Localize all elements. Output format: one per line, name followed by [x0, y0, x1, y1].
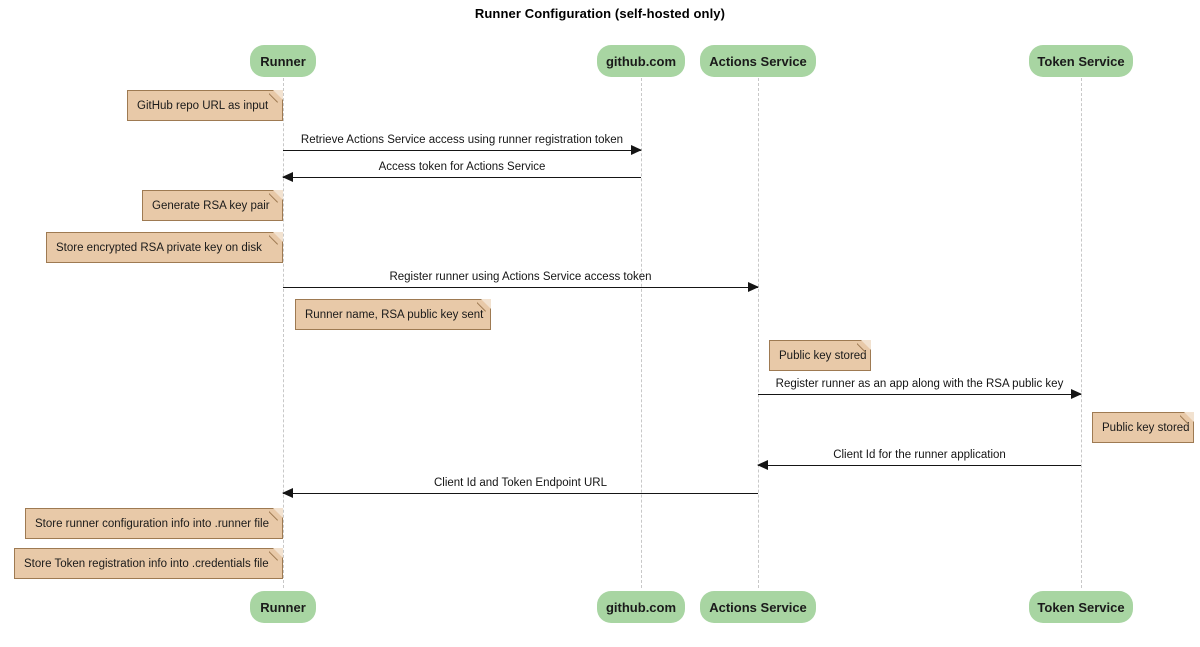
msg-access-token: Access token for Actions Service: [282, 161, 641, 182]
message-line: [283, 493, 758, 494]
arrowhead-icon: [631, 145, 642, 155]
lifeline-github: [641, 78, 642, 588]
note-store-private-key: Store encrypted RSA private key on disk: [46, 232, 283, 263]
arrowhead-icon: [282, 488, 293, 498]
note-text: Store encrypted RSA private key on disk: [56, 241, 262, 254]
arrowhead-icon: [757, 460, 768, 470]
note-fold-corner-icon: [273, 90, 283, 100]
message-label: Client Id and Token Endpoint URL: [433, 477, 608, 489]
lifeline-actions: [758, 78, 759, 588]
note-fold-corner-icon: [861, 340, 871, 350]
note-text: Store Token registration info into .cred…: [24, 557, 269, 570]
lifeline-token: [1081, 78, 1082, 588]
note-fold-corner-icon: [273, 190, 283, 200]
msg-client-id-and-token-endpoint: Client Id and Token Endpoint URL: [282, 477, 758, 498]
msg-client-id-for-runner-app: Client Id for the runner application: [757, 449, 1081, 470]
message-label: Register runner using Actions Service ac…: [389, 271, 652, 283]
note-store-runner-config: Store runner configuration info into .ru…: [25, 508, 283, 539]
participant-github-top[interactable]: github.com: [597, 45, 685, 77]
note-github-repo-url: GitHub repo URL as input: [127, 90, 283, 121]
note-text: Public key stored: [779, 349, 867, 362]
lifeline-runner: [283, 78, 284, 588]
message-line: [283, 287, 758, 288]
note-text: Store runner configuration info into .ru…: [35, 517, 269, 530]
note-text: GitHub repo URL as input: [137, 99, 269, 112]
msg-register-runner: Register runner using Actions Service ac…: [283, 271, 759, 292]
participant-actions-top[interactable]: Actions Service: [700, 45, 816, 77]
note-text: Generate RSA key pair: [152, 199, 270, 212]
note-store-token-reg: Store Token registration info into .cred…: [14, 548, 283, 579]
note-fold-corner-icon: [481, 299, 491, 309]
arrowhead-icon: [748, 282, 759, 292]
note-text: Public key stored: [1102, 421, 1190, 434]
participant-label: Actions Service: [709, 53, 807, 69]
participant-token-top[interactable]: Token Service: [1029, 45, 1133, 77]
message-line: [283, 177, 641, 178]
participant-label: Runner: [260, 599, 306, 615]
message-label: Register runner as an app along with the…: [775, 378, 1064, 390]
message-label: Client Id for the runner application: [833, 449, 1006, 461]
participant-runner-top[interactable]: Runner: [250, 45, 316, 77]
participant-label: github.com: [605, 599, 677, 615]
arrowhead-icon: [1071, 389, 1082, 399]
message-label: Access token for Actions Service: [378, 161, 546, 173]
msg-retrieve-actions-access: Retrieve Actions Service access using ru…: [283, 134, 642, 155]
participant-label: github.com: [605, 53, 677, 69]
note-fold-corner-icon: [273, 232, 283, 242]
note-fold-corner-icon: [273, 548, 283, 558]
note-public-key-stored-as: Public key stored: [769, 340, 871, 371]
participant-actions-bottom[interactable]: Actions Service: [700, 591, 816, 623]
arrowhead-icon: [282, 172, 293, 182]
message-label: Retrieve Actions Service access using ru…: [300, 134, 624, 146]
note-runner-name-pubkey: Runner name, RSA public key sent: [295, 299, 491, 330]
msg-register-runner-as-app: Register runner as an app along with the…: [758, 378, 1082, 399]
note-fold-corner-icon: [1184, 412, 1194, 422]
message-line: [758, 465, 1081, 466]
note-fold-corner-icon: [273, 508, 283, 518]
page-title: Runner Configuration (self-hosted only): [474, 6, 726, 21]
participant-token-bottom[interactable]: Token Service: [1029, 591, 1133, 623]
message-line: [283, 150, 641, 151]
participant-label: Token Service: [1037, 53, 1125, 69]
participant-label: Runner: [260, 53, 306, 69]
note-text: Runner name, RSA public key sent: [305, 308, 484, 321]
participant-runner-bottom[interactable]: Runner: [250, 591, 316, 623]
note-generate-rsa: Generate RSA key pair: [142, 190, 283, 221]
note-public-key-stored-ts: Public key stored: [1092, 412, 1194, 443]
participant-github-bottom[interactable]: github.com: [597, 591, 685, 623]
participant-label: Token Service: [1037, 599, 1125, 615]
message-line: [758, 394, 1081, 395]
participant-label: Actions Service: [709, 599, 807, 615]
